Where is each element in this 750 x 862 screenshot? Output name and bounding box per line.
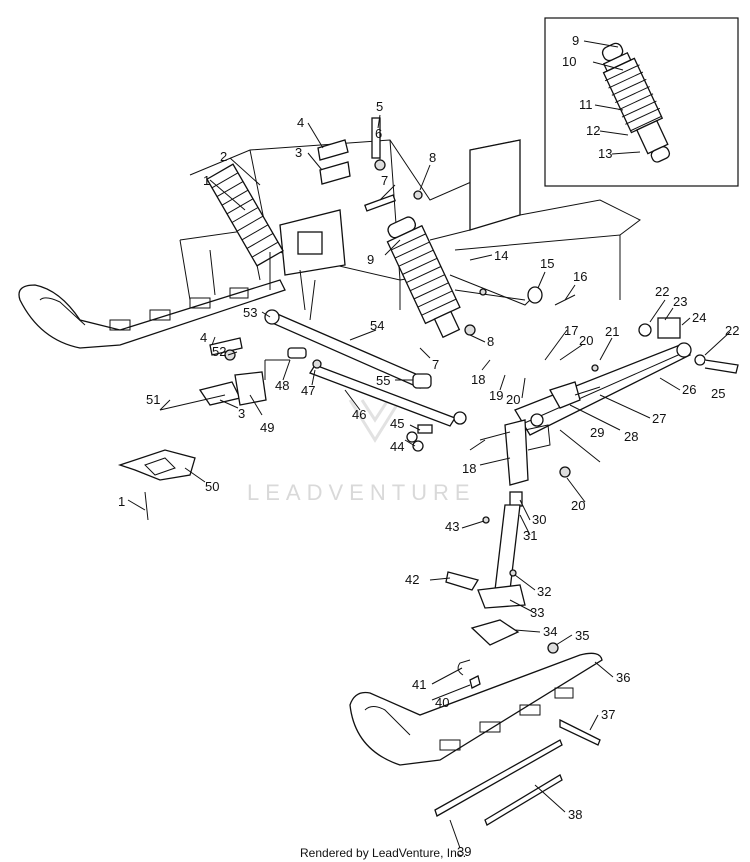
callout-47: 47	[301, 383, 315, 398]
callout-22: 22	[655, 284, 669, 299]
callout-7: 7	[381, 173, 388, 188]
right-shock-absorber	[386, 216, 461, 339]
callout-4: 4	[200, 330, 207, 345]
callout-39: 39	[457, 844, 471, 859]
callout-46: 46	[352, 407, 366, 422]
callout-9: 9	[367, 252, 374, 267]
callout-50: 50	[205, 479, 219, 494]
callout-38: 38	[568, 807, 582, 822]
callout-1: 1	[203, 173, 210, 188]
callout-11: 11	[579, 97, 593, 112]
left-small-parts	[159, 337, 433, 452]
callout-13: 13	[598, 146, 612, 161]
trailing-arm	[514, 317, 739, 436]
callout-8: 8	[429, 150, 436, 165]
callout-41: 41	[412, 677, 426, 692]
callout-20: 20	[506, 392, 520, 407]
callout-6: 6	[375, 126, 382, 141]
callout-18: 18	[471, 372, 485, 387]
callout-42: 42	[405, 572, 419, 587]
callout-5: 5	[376, 99, 383, 114]
radius-rods	[264, 309, 467, 427]
callout-52: 52	[212, 344, 226, 359]
callout-23: 23	[673, 294, 687, 309]
callout-36: 36	[616, 670, 630, 685]
callout-30: 30	[532, 512, 546, 527]
callout-44: 44	[390, 439, 404, 454]
callout-51: 51	[146, 392, 160, 407]
top-brackets	[317, 117, 423, 212]
callout-53: 53	[243, 305, 257, 320]
callout-10: 10	[562, 54, 576, 69]
callout-32: 32	[537, 584, 551, 599]
callout-37: 37	[601, 707, 615, 722]
callout-49: 49	[260, 420, 274, 435]
callout-22: 22	[725, 323, 739, 338]
callout-1: 1	[118, 494, 125, 509]
callout-3: 3	[238, 406, 245, 421]
leader-lines	[127, 40, 731, 849]
callout-12: 12	[586, 123, 600, 138]
callout-7: 7	[432, 357, 439, 372]
callout-20: 20	[571, 498, 585, 513]
callout-2: 2	[220, 149, 227, 164]
callout-28: 28	[624, 429, 638, 444]
callout-43: 43	[445, 519, 459, 534]
callout-3: 3	[295, 145, 302, 160]
callout-48: 48	[275, 378, 289, 393]
callout-27: 27	[652, 411, 666, 426]
callout-35: 35	[575, 628, 589, 643]
callout-25: 25	[711, 386, 725, 401]
chassis-bulkhead	[189, 139, 641, 311]
callout-29: 29	[590, 425, 604, 440]
callout-34: 34	[543, 624, 557, 639]
callout-21: 21	[605, 324, 619, 339]
callout-8: 8	[487, 334, 494, 349]
callout-20: 20	[579, 333, 593, 348]
callout-14: 14	[494, 248, 508, 263]
callout-54: 54	[370, 318, 384, 333]
callout-18: 18	[462, 461, 476, 476]
callout-17: 17	[564, 323, 578, 338]
callout-26: 26	[682, 382, 696, 397]
callouts: 1 2 3 4 5 6 7 8 9 14 15 16 22 23 24 22 2…	[118, 33, 739, 859]
callout-19: 19	[489, 388, 503, 403]
watermark: LEADVENTURE	[247, 399, 476, 505]
callout-55: 55	[376, 373, 390, 388]
skid-plate	[117, 449, 196, 521]
callout-45: 45	[390, 416, 404, 431]
callout-15: 15	[540, 256, 554, 271]
callout-4: 4	[297, 115, 304, 130]
callout-24: 24	[692, 310, 706, 325]
svg-text:LEADVENTURE: LEADVENTURE	[247, 480, 476, 505]
main-ski	[349, 619, 603, 826]
footer-credit: Rendered by LeadVenture, Inc.	[300, 846, 466, 860]
callout-9: 9	[572, 33, 579, 48]
spindle	[445, 413, 571, 609]
left-shock-absorber	[206, 163, 284, 267]
callout-16: 16	[573, 269, 587, 284]
torque-arm	[449, 274, 576, 336]
callout-31: 31	[523, 528, 537, 543]
left-ski	[18, 229, 286, 349]
callout-33: 33	[530, 605, 544, 620]
callout-40: 40	[435, 695, 449, 710]
